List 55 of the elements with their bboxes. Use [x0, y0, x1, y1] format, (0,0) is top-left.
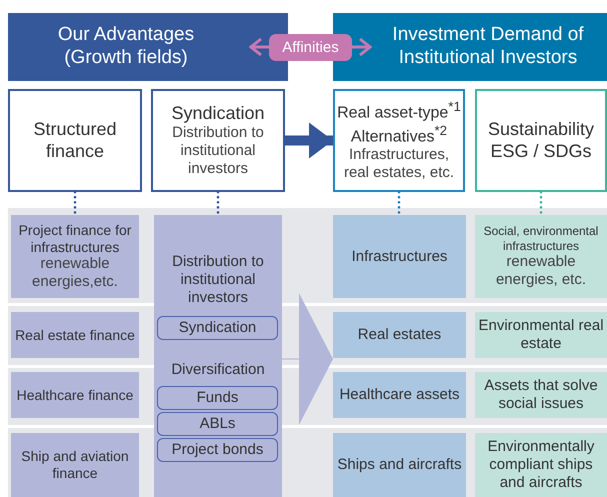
box-title: Assets that solve social issues: [483, 377, 599, 413]
box-title: Infrastructures: [352, 248, 448, 266]
box-title: Social, environmental infrastructures: [482, 224, 600, 253]
asset-box: [333, 215, 466, 298]
asset-box: [333, 312, 466, 358]
dotted-line: [216, 190, 220, 216]
dotted-line: [74, 190, 76, 216]
box-title: Sustainability ESG / SDGs: [486, 118, 596, 162]
box-title: Syndication: [171, 102, 265, 124]
box-title: Project bonds: [172, 441, 264, 459]
asset-box: [475, 215, 607, 298]
box-title: Distribution to institutional investors: [171, 253, 265, 307]
box-subtitle: Infrastructures, real estates, etc.: [342, 146, 456, 182]
box-title: Structured finance: [32, 118, 118, 162]
box-title: Ships and aircrafts: [337, 456, 462, 474]
header-text: Our Advantages (Growth fields): [56, 24, 196, 70]
method-tag: [157, 438, 278, 462]
box-title: Funds: [196, 389, 238, 407]
field-box: [11, 433, 139, 497]
category-box: [333, 89, 465, 192]
asset-box: [333, 372, 466, 418]
header-text: Investment Demand of Institutional Investors: [391, 24, 585, 70]
method-tag: [157, 412, 278, 436]
box-title: Environmentally compliant ships and aircrafts: [486, 438, 596, 492]
category-box: [475, 89, 607, 192]
box-title: Real asset-type$^{*1}$ Alternatives$^{*2}$: [336, 98, 462, 146]
box-title: Project finance for infrastructures: [18, 222, 132, 256]
edge-label: Affinities: [269, 34, 352, 60]
method-panel: [154, 215, 282, 497]
method-tag: [157, 316, 278, 340]
asset-box: [333, 433, 466, 497]
box-title: Real estates: [358, 326, 442, 344]
field-box: [11, 215, 139, 298]
box-subtitle: Diversification: [170, 361, 266, 379]
chevron-arrow: [282, 293, 334, 425]
dotted-line: [540, 190, 542, 216]
box-title: Healthcare assets: [339, 386, 460, 404]
category-box: [8, 89, 142, 192]
box-subtitle: renewable energies,etc.: [31, 255, 119, 292]
box-title: ABLs: [200, 415, 236, 433]
field-box: [11, 312, 139, 358]
box-subtitle: Distribution to institutional investors: [171, 124, 265, 178]
category-box: [151, 89, 285, 192]
arrow: [285, 122, 333, 158]
box-title: Environmental real estate: [477, 317, 605, 353]
asset-box: [475, 372, 607, 418]
box-title: Ship and aviation finance: [20, 448, 130, 482]
box-subtitle: renewable energies, etc.: [494, 252, 588, 289]
field-box: [11, 372, 139, 418]
box-title: Healthcare finance: [16, 386, 134, 404]
box-title: Real estate finance: [15, 326, 135, 344]
box-title: Syndication: [178, 319, 256, 337]
dotted-line: [398, 190, 400, 216]
asset-box: [475, 433, 607, 497]
method-tag: [157, 386, 278, 410]
